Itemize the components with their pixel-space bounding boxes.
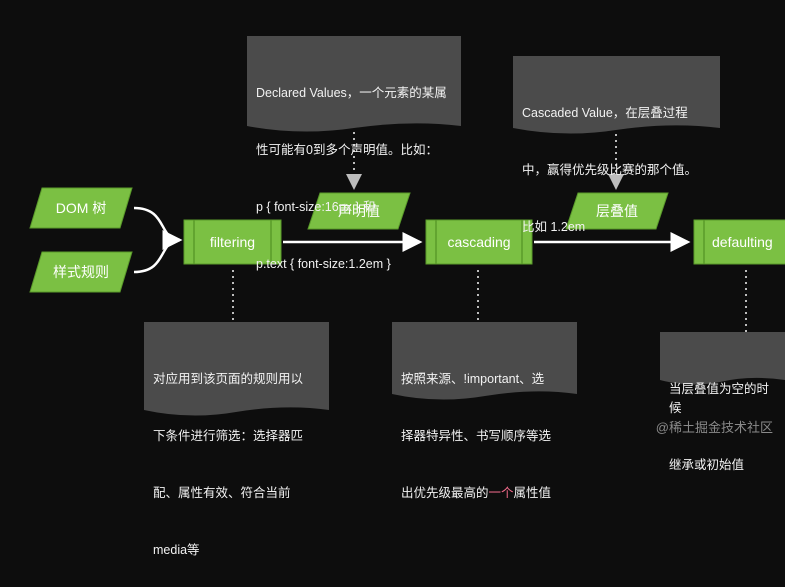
cascaded-value-label: 层叠值 (596, 203, 638, 219)
defaulting-note-shape (660, 332, 785, 385)
declared-value-node-shape (307, 192, 411, 230)
style-rules-label: 样式规则 (53, 264, 109, 280)
declared-values-note: Declared Values，一个元素的某属 性可能有0到多个声明值。比如： … (256, 86, 447, 271)
defaulting-label: defaulting (712, 234, 773, 250)
dom-tree-node-shape (29, 187, 133, 229)
style-to-filtering-arrow (133, 238, 181, 274)
filtering-node-shape (183, 219, 282, 265)
cascaded-value-node-shape (565, 192, 669, 230)
filtering-label: filtering (209, 234, 256, 250)
declared-value-label: 声明值 (338, 203, 380, 219)
cascaded-value-note: Cascaded Value，在层叠过程 中，赢得优先级比赛的那个值。 比如 1… (522, 106, 698, 234)
dom-tree-label: DOM 树 (55, 200, 107, 216)
cascading-label: cascading (447, 234, 511, 250)
flow-diagram (29, 36, 785, 416)
cascading-note-shape (392, 322, 577, 400)
defaulting-node-shape (693, 219, 785, 265)
declared-note-shape (247, 36, 461, 132)
watermark: @稀土掘金技术社区 (655, 420, 773, 435)
dom-to-filtering-arrow (133, 206, 183, 250)
filtering-note: 对应用到该页面的规则用以 下条件进行筛选：选择器匹 配、属性有效、符合当前 me… (153, 372, 304, 557)
style-rules-node-shape (29, 251, 133, 293)
filtering-note-shape (144, 322, 329, 416)
cascaded-note-shape (513, 56, 720, 134)
cascading-node-shape (425, 219, 533, 265)
cascading-note: 按照来源、!important、选 择器特异性、书写顺序等选 出优先级最高的一个… (401, 372, 552, 500)
